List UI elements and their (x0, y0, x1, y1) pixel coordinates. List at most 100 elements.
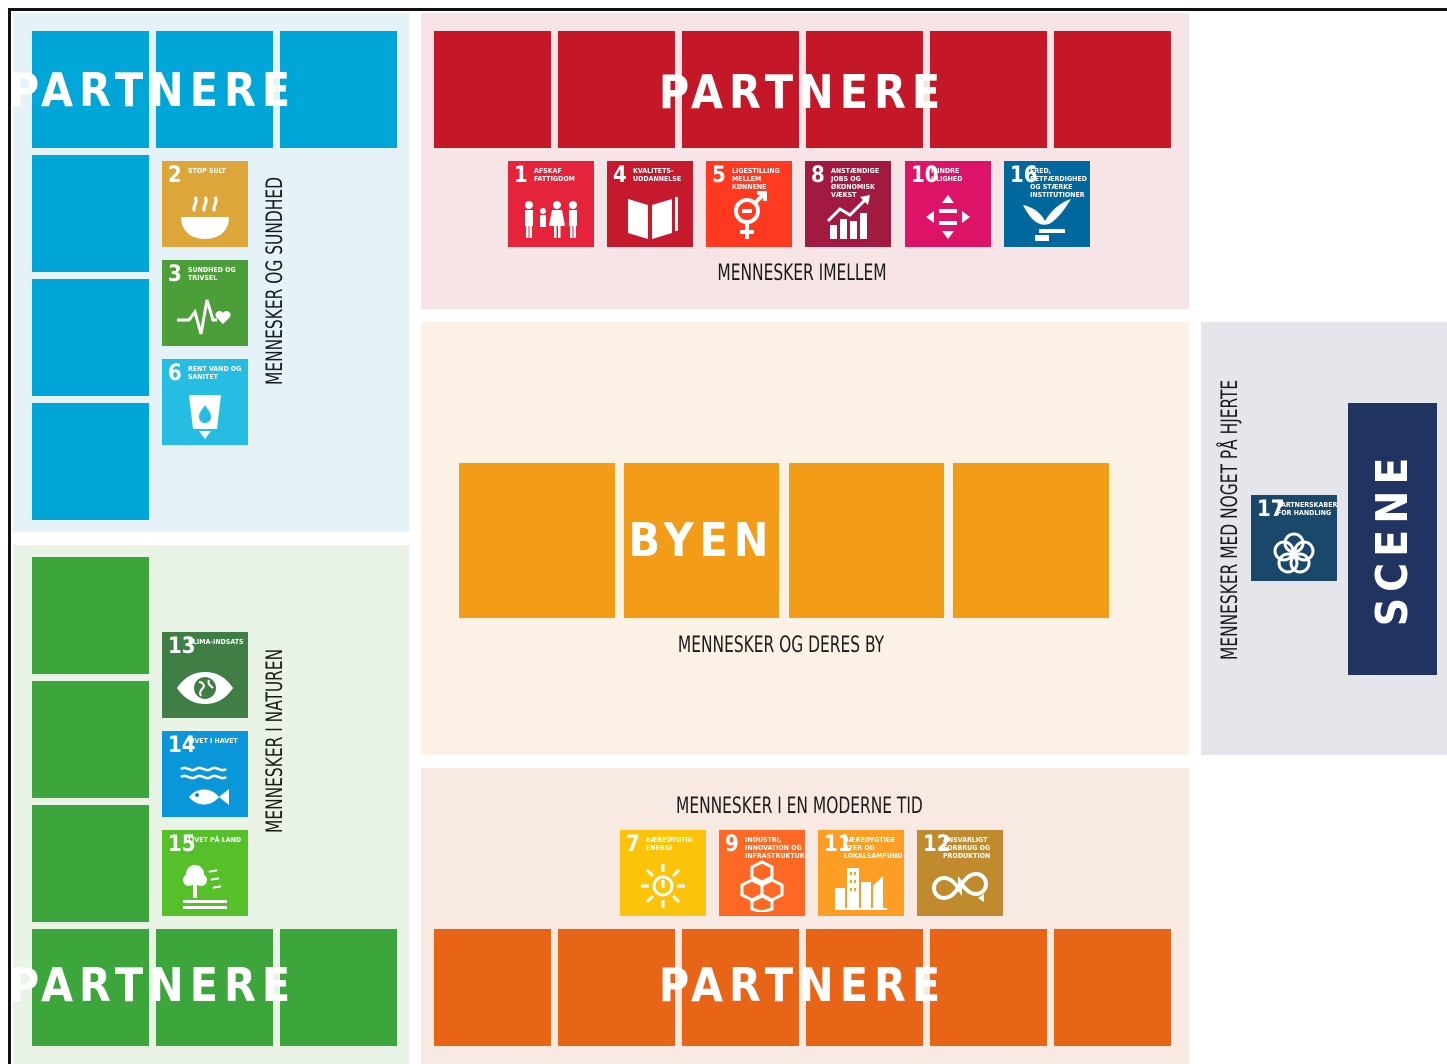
partner-block (32, 681, 149, 798)
city-block (624, 463, 779, 618)
sdg-goal-15: 15 LIVET PÅ LAND (162, 830, 248, 916)
sdg-goal-6: 6 RENT VAND OG SANITET (162, 359, 248, 445)
tree-icon (183, 865, 227, 909)
sdg-title: ANSVARLIGT FORBRUG OG PRODUKTION (943, 836, 991, 860)
sdg-goal-12: 12 ANSVARLIGT FORBRUG OG PRODUKTION (917, 830, 1003, 916)
infinity-icon (932, 871, 988, 902)
partner-block (930, 929, 1047, 1046)
sdg-title: KLIMA-INDSATS (188, 638, 244, 646)
partner-block (32, 557, 149, 674)
partner-block (806, 31, 923, 148)
sdg-title: SUNDHED OG TRIVSEL (188, 266, 236, 282)
sdg-title: BÆREDYGTIGE BYER OG LOKALSAMFUND (844, 836, 903, 860)
sdg-title: INDUSTRI, INNOVATION OG INFRASTRUKTUR (745, 836, 805, 860)
sdg-goal-17: 17 PARTNERSKABER FOR HANDLING (1251, 495, 1337, 581)
bowl-icon (181, 196, 229, 239)
partners-label-health: PARTNERE (8, 63, 297, 117)
equality-icon (926, 195, 970, 239)
sdg-title: MINDRE ULIGHED (931, 167, 963, 183)
eye-globe-icon (177, 672, 233, 704)
cubes-icon (740, 860, 784, 912)
partner-block (156, 929, 273, 1046)
dove-icon (1023, 199, 1071, 241)
sdg-number: 10 (911, 163, 939, 188)
sdg-goal-13: 13 KLIMA-INDSATS (162, 632, 248, 718)
sdg-goal-9: 9 INDUSTRI, INNOVATION OG INFRASTRUKTUR (719, 830, 805, 916)
sdg-title: RENT VAND OG SANITET (188, 365, 242, 381)
flower-icon (1273, 532, 1315, 574)
sdg-number: 6 (168, 361, 182, 386)
sdg-number: 13 (168, 634, 196, 659)
sun-icon (641, 864, 685, 908)
partners-label-between: PARTNERE (658, 65, 947, 119)
water-glass-icon (189, 395, 221, 439)
sdg-number: 8 (811, 163, 825, 188)
partner-block (1054, 929, 1171, 1046)
partners-label-nature: PARTNERE (8, 958, 297, 1012)
gender-icon (734, 191, 767, 239)
sdg-number: 5 (712, 163, 726, 188)
partner-block (32, 279, 149, 396)
city-block (953, 463, 1109, 618)
sdg-number: 14 (168, 733, 196, 758)
fish-icon (180, 766, 229, 805)
sdg-goal-4: 4 KVALITETS-UDDANNELSE (607, 161, 693, 247)
zone-label-health: MENNESKER OG SUNDHED (263, 176, 288, 385)
partner-block (682, 31, 799, 148)
partner-block (280, 31, 397, 148)
sdg-goal-7: 7 BÆREDYGTIG ENERGI (620, 830, 706, 916)
partner-block (32, 31, 149, 148)
partner-block (32, 403, 149, 520)
sdg-title: PARTNERSKABER FOR HANDLING (1277, 501, 1337, 517)
partner-block (434, 31, 551, 148)
sdg-number: 2 (168, 163, 182, 188)
heartbeat-icon (177, 299, 231, 335)
partner-block (434, 929, 551, 1046)
partner-block (280, 929, 397, 1046)
partner-block (32, 155, 149, 272)
zone-label-modern: MENNESKER I EN MODERNE TID (676, 794, 923, 819)
sdg-title: AFSKAF FATTIGDOM (534, 167, 575, 183)
sdg-number: 9 (725, 832, 739, 857)
partners-label-modern: PARTNERE (658, 958, 947, 1012)
sdg-goal-11: 11 BÆREDYGTIGE BYER OG LOKALSAMFUND (818, 830, 904, 916)
partner-block (32, 805, 149, 922)
sdg-goal-8: 8 ANSTÆNDIGE JOBS OG ØKONOMISK VÆKST (805, 161, 891, 247)
partner-block (558, 31, 675, 148)
city-label: BYEN (628, 513, 775, 567)
zone-label-heart: MENNESKER MED NOGET PÅ HJERTE (1218, 379, 1243, 660)
stage (1348, 403, 1437, 675)
partner-block (32, 929, 149, 1046)
city-block (789, 463, 944, 618)
sdg-number: 11 (824, 832, 852, 857)
sdg-goal-2: 2 STOP SULT (162, 161, 248, 247)
sdg-goal-1: 1 AFSKAF FATTIGDOM (508, 161, 594, 247)
zone-label-nature: MENNESKER I NATUREN (263, 648, 288, 833)
sdg-goal-16: 16 FRED, RETFÆRDIGHED OG STÆRKE INSTITUT… (1004, 161, 1090, 247)
growth-chart-icon (826, 195, 870, 239)
map-frame (8, 8, 1447, 1064)
sdg-number: 17 (1257, 497, 1285, 522)
zone-label-between: MENNESKER IMELLEM (717, 261, 887, 286)
zone-label-city: MENNESKER OG DERES BY (677, 633, 885, 658)
sdg-number: 1 (514, 163, 528, 188)
partner-block (558, 929, 675, 1046)
partner-block (682, 929, 799, 1046)
city-icon (835, 868, 887, 910)
sdg-title: LIVET I HAVET (188, 737, 238, 745)
sdg-number: 15 (168, 832, 196, 857)
sdg-title: LIVET PÅ LAND (188, 836, 242, 844)
city-block (459, 463, 615, 618)
sdg-goal-5: 5 LIGESTILLING MELLEM KØNNENE (706, 161, 792, 247)
sdg-number: 7 (626, 832, 640, 857)
sdg-title: BÆREDYGTIG ENERGI (646, 836, 693, 852)
partner-block (1054, 31, 1171, 148)
partner-block (930, 31, 1047, 148)
sdg-title: LIGESTILLING MELLEM KØNNENE (732, 167, 780, 191)
sdg-number: 12 (923, 832, 951, 857)
sdg-title: STOP SULT (188, 167, 226, 175)
sdg-title: KVALITETS-UDDANNELSE (633, 167, 682, 183)
partner-block (806, 929, 923, 1046)
sdg-goal-3: 3 SUNDHED OG TRIVSEL (162, 260, 248, 346)
sdg-goal-10: 10 MINDRE ULIGHED (905, 161, 991, 247)
